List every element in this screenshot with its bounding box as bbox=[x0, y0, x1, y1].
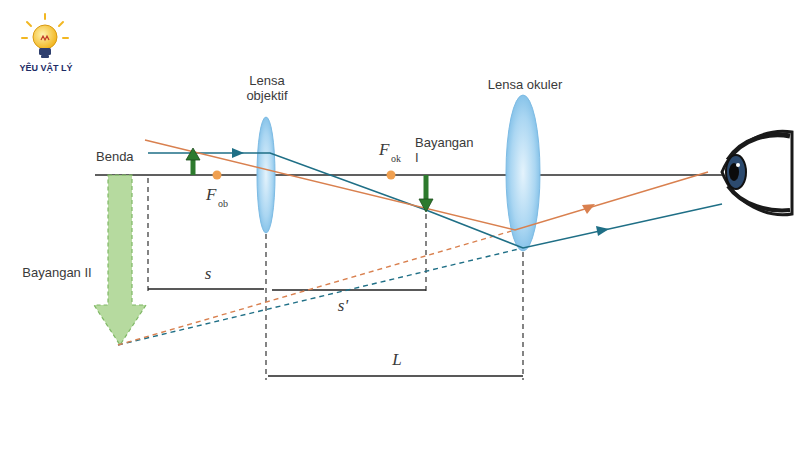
eye bbox=[722, 131, 792, 214]
ray-arrowhead bbox=[596, 226, 609, 236]
focal-subscript: ob bbox=[218, 198, 238, 210]
virtual-image-arrow bbox=[94, 175, 146, 345]
object-arrow bbox=[186, 148, 200, 160]
lens-label: Lensa okuler bbox=[470, 78, 580, 93]
objective-lens bbox=[257, 117, 275, 233]
image-label: Bayangan II bbox=[22, 266, 92, 281]
object-arrow bbox=[191, 159, 196, 175]
real-image-arrow bbox=[419, 199, 433, 212]
logo-text: YÊU VẬT LÝ bbox=[14, 63, 78, 73]
lens-label: Lensa objektif bbox=[232, 74, 302, 104]
logo-icon bbox=[22, 14, 68, 58]
object-label: Benda bbox=[96, 150, 146, 165]
image-label: Bayangan I bbox=[415, 136, 477, 166]
dimension-label: s bbox=[200, 264, 216, 284]
light-ray bbox=[148, 153, 722, 248]
focal-symbol: F bbox=[379, 140, 393, 160]
dimension-label: L bbox=[388, 350, 406, 370]
focal-point bbox=[387, 171, 396, 180]
focal-point bbox=[213, 171, 222, 180]
ray-arrowhead bbox=[582, 204, 595, 214]
dimension-guides bbox=[148, 178, 523, 380]
ray-extension bbox=[118, 230, 515, 345]
focal-symbol: F bbox=[206, 185, 220, 205]
ray-arrowhead bbox=[232, 148, 244, 158]
real-image-arrow bbox=[424, 175, 429, 200]
dimension-label: s' bbox=[332, 296, 354, 316]
dimension-lines bbox=[148, 289, 523, 376]
focal-subscript: ok bbox=[391, 153, 411, 165]
light-ray bbox=[145, 140, 708, 230]
principal-axis bbox=[95, 174, 722, 176]
ray-extension bbox=[118, 248, 523, 345]
